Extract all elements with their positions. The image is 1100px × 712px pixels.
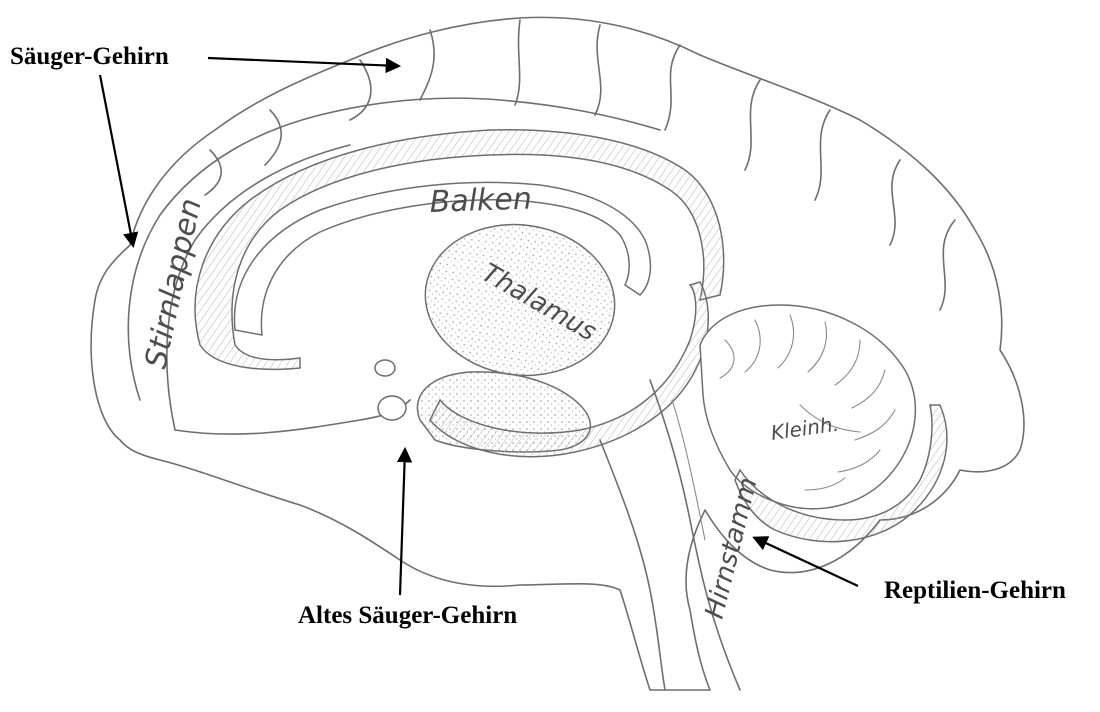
arrow-reptile-brain bbox=[755, 538, 858, 586]
label-brainstem: Hirnstamm bbox=[700, 474, 764, 621]
basal-fold bbox=[175, 400, 410, 434]
optic-chiasm bbox=[378, 396, 406, 420]
callout-old-mammal-brain: Altes Säuger-Gehirn bbox=[298, 602, 517, 629]
anterior-commissure bbox=[375, 360, 395, 376]
cerebellum bbox=[700, 305, 915, 509]
arrow-mammal-brain-down bbox=[100, 75, 133, 245]
callout-mammal-brain: Säuger-Gehirn bbox=[10, 43, 169, 70]
label-corpus-callosum: Balken bbox=[429, 181, 532, 220]
arrow-mammal-brain-right bbox=[208, 58, 398, 66]
arrow-old-mammal-brain bbox=[400, 450, 405, 595]
callout-reptile-brain: Reptilien-Gehirn bbox=[884, 577, 1066, 604]
